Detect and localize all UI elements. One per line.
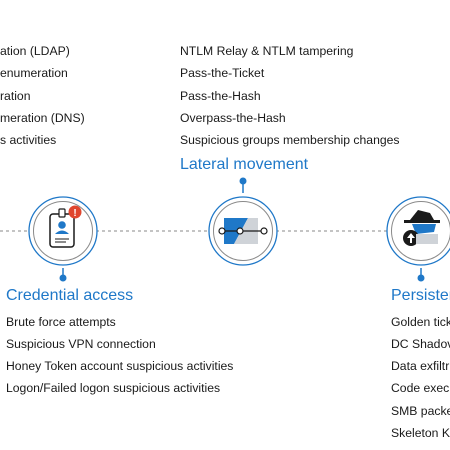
credential-access-node: !: [28, 196, 98, 266]
persistence-item-3: Data exfiltr: [391, 359, 450, 373]
credential-dot: [59, 274, 67, 282]
network-arrow-icon: [208, 196, 278, 266]
persistence-item-6: Skeleton K: [391, 426, 450, 440]
persistence-heading: Persister: [391, 287, 450, 304]
id-badge-alert-icon: !: [28, 196, 98, 266]
persistence-dot: [417, 274, 425, 282]
lateral-item-5: Suspicious groups membership changes: [180, 133, 400, 147]
credential-item-3: Honey Token account suspicious activitie…: [6, 359, 234, 373]
lateral-item-1: NTLM Relay & NTLM tampering: [180, 44, 354, 58]
lateral-movement-heading: Lateral movement: [180, 156, 309, 173]
credential-item-2: Suspicious VPN connection: [6, 337, 156, 351]
svg-text:!: !: [73, 208, 76, 219]
lateral-item-3: Pass-the-Hash: [180, 89, 261, 103]
persistence-item-2: DC Shadov: [391, 337, 450, 351]
lateral-item-4: Overpass-the-Hash: [180, 111, 286, 125]
persistence-node: [386, 196, 450, 266]
recon-item-2: enumeration: [0, 66, 68, 80]
recon-item-1: ation (LDAP): [0, 44, 70, 58]
credential-item-4: Logon/Failed logon suspicious activities: [6, 381, 221, 395]
persistence-item-1: Golden tick: [391, 315, 450, 329]
hacker-arrow-icon: [386, 196, 450, 266]
lateral-movement-node: [208, 196, 278, 266]
credential-item-1: Brute force attempts: [6, 315, 116, 329]
top-frame: [0, 0, 450, 7]
credential-access-heading: Credential access: [6, 287, 134, 304]
recon-item-3: ration: [0, 89, 31, 103]
recon-item-5: s activities: [0, 133, 57, 147]
lateral-item-2: Pass-the-Ticket: [180, 66, 265, 80]
persistence-item-4: Code exec: [391, 381, 450, 395]
lateral-dot: [239, 177, 247, 185]
persistence-item-5: SMB packe: [391, 404, 450, 418]
recon-item-4: meration (DNS): [0, 111, 85, 125]
